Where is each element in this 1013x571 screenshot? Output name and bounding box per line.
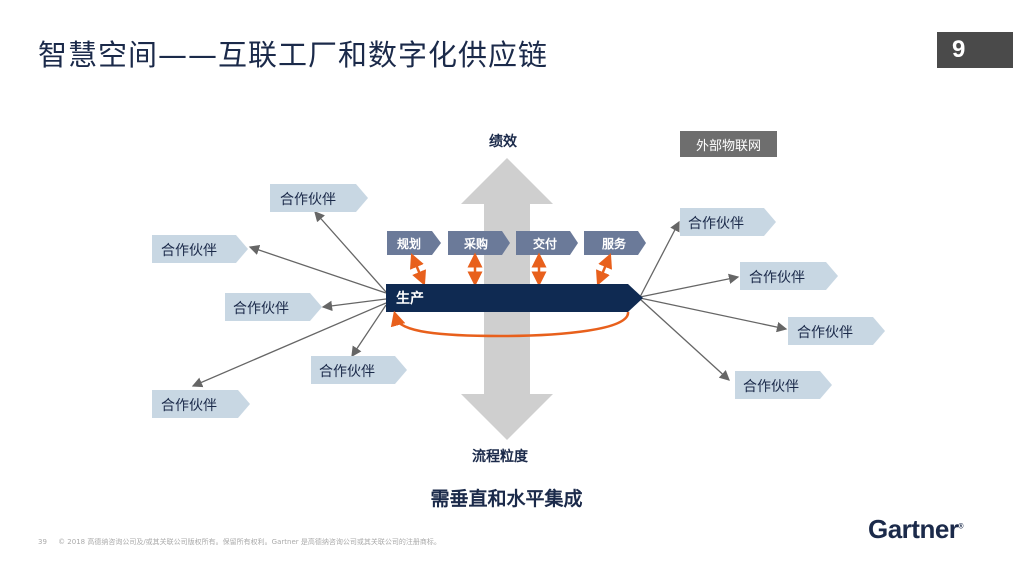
step-label: 交付	[533, 236, 557, 251]
process-steps: 规划 采购 交付 服务	[387, 231, 646, 255]
axis-top-label: 绩效	[489, 134, 517, 150]
logo-text: Gartner	[868, 514, 959, 544]
partner-box: 合作伙伴	[740, 262, 838, 290]
orange-link-arrows	[409, 252, 613, 287]
partner-box: 合作伙伴	[735, 371, 832, 399]
production-bar	[386, 284, 643, 312]
page-number-badge: 9	[937, 32, 1013, 68]
partner-box: 合作伙伴	[788, 317, 885, 345]
step-delivery	[516, 231, 578, 255]
feedback-loop-arrow	[390, 310, 630, 338]
partner-label: 合作伙伴	[749, 270, 805, 286]
gartner-logo: Gartner®	[868, 514, 964, 544]
partner-connectors	[191, 211, 788, 388]
step-label: 规划	[397, 236, 421, 251]
production-label: 生产	[396, 290, 424, 307]
partner-box: 合作伙伴	[152, 235, 248, 263]
partner-box: 合作伙伴	[311, 356, 407, 384]
step-planning	[387, 231, 441, 255]
footer: 39 © 2018 高德纳咨询公司及/或其关联公司版权所有。保留所有权利。Gar…	[38, 537, 441, 547]
footer-copyright: © 2018 高德纳咨询公司及/或其关联公司版权所有。保留所有权利。Gartne…	[58, 538, 441, 546]
partner-box: 合作伙伴	[680, 208, 776, 236]
axis-bottom-label: 流程粒度	[472, 449, 528, 465]
conclusion-text: 需垂直和水平集成	[430, 488, 583, 510]
step-label: 服务	[602, 236, 627, 251]
partner-label: 合作伙伴	[161, 243, 217, 259]
partner-label: 合作伙伴	[797, 325, 853, 341]
step-service	[584, 231, 646, 255]
partner-label: 合作伙伴	[319, 364, 375, 380]
footer-page: 39	[38, 538, 47, 546]
partner-label: 合作伙伴	[161, 398, 217, 414]
partners: 合作伙伴 合作伙伴 合作伙伴 合作伙伴 合作伙伴 合作伙伴 合作伙伴 合作伙伴 …	[152, 184, 885, 418]
partner-label: 合作伙伴	[233, 301, 289, 317]
partner-box: 合作伙伴	[270, 184, 368, 212]
partner-box: 合作伙伴	[225, 293, 322, 321]
external-iot-label: 外部物联网	[680, 131, 777, 157]
partner-label: 合作伙伴	[280, 192, 336, 208]
step-label: 采购	[463, 236, 488, 251]
partner-label: 合作伙伴	[743, 379, 799, 395]
partner-label: 合作伙伴	[688, 216, 744, 232]
slide-title: 智慧空间——互联工厂和数字化供应链	[38, 38, 549, 72]
partner-box: 合作伙伴	[152, 390, 250, 418]
step-procurement	[448, 231, 510, 255]
page-number: 9	[952, 36, 966, 63]
